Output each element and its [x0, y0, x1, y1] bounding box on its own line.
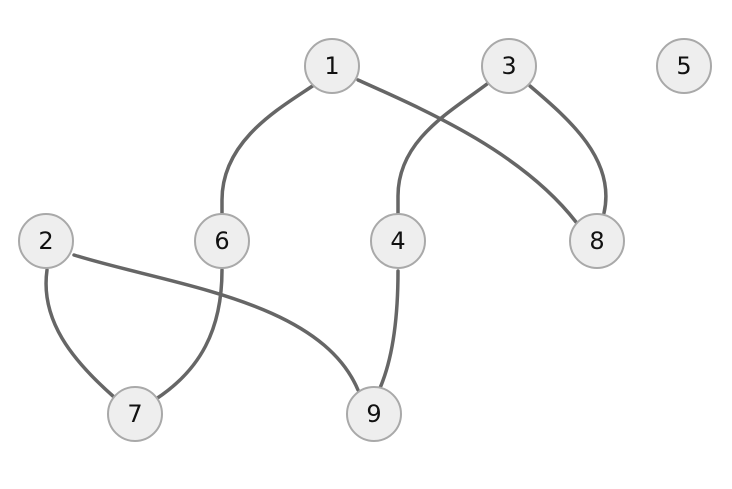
node-5-circle: [656, 38, 712, 94]
edge-6-7: [154, 268, 224, 401]
node-6[interactable]: 6: [194, 213, 250, 269]
edge-1-8: [356, 78, 578, 224]
node-7-circle: [107, 386, 163, 442]
node-4-circle: [370, 213, 426, 269]
node-layer: 1 3 5 2 6 4 8 7: [18, 38, 712, 442]
node-9-circle: [346, 386, 402, 442]
node-1-circle: [304, 38, 360, 94]
node-8-label: 8: [589, 227, 604, 255]
node-7[interactable]: 7: [107, 386, 163, 442]
node-1-label: 1: [324, 52, 339, 80]
node-5-label: 5: [676, 52, 691, 80]
edge-layer: [44, 78, 608, 401]
edge-3-8: [528, 84, 608, 215]
node-1[interactable]: 1: [304, 38, 360, 94]
node-8-circle: [569, 213, 625, 269]
edge-3-4: [396, 82, 489, 216]
node-2-circle: [18, 213, 74, 269]
node-6-circle: [194, 213, 250, 269]
node-9[interactable]: 9: [346, 386, 402, 442]
node-6-label: 6: [214, 227, 229, 255]
node-3[interactable]: 3: [481, 38, 537, 94]
node-7-label: 7: [127, 400, 142, 428]
edge-2-7: [44, 268, 116, 399]
node-4-label: 4: [390, 227, 405, 255]
node-9-label: 9: [366, 400, 381, 428]
node-8[interactable]: 8: [569, 213, 625, 269]
node-2[interactable]: 2: [18, 213, 74, 269]
node-2-label: 2: [38, 227, 53, 255]
node-3-label: 3: [501, 52, 516, 80]
node-5[interactable]: 5: [656, 38, 712, 94]
node-4[interactable]: 4: [370, 213, 426, 269]
edge-4-9: [378, 269, 400, 390]
node-3-circle: [481, 38, 537, 94]
edge-2-9: [72, 253, 360, 392]
edge-1-6: [220, 83, 316, 216]
